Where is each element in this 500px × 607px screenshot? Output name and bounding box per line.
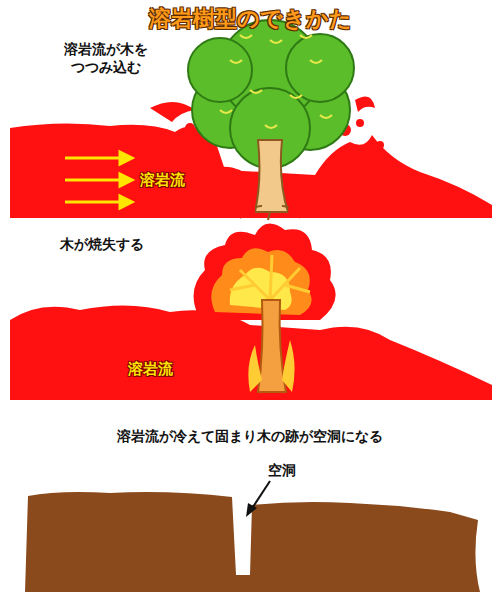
tree-trunk — [255, 140, 288, 212]
lava-front — [200, 167, 330, 218]
diagram-title: 溶岩樹型のできかた — [149, 4, 352, 34]
leaf-marks — [220, 35, 332, 128]
trunk-flames — [248, 340, 294, 392]
burning-branches — [230, 255, 310, 300]
cavity-arrow — [251, 481, 270, 510]
step-caption: 溶岩流が冷えて固まり木の跡が空洞になる — [117, 428, 383, 446]
flow-arrows — [65, 152, 132, 208]
cavity-arrowhead — [246, 503, 257, 517]
cooled-lava — [25, 492, 480, 592]
cavity-label: 空洞 — [268, 462, 296, 480]
step-caption: 溶岩流が木を つつみ込む — [48, 40, 163, 76]
step-caption: 木が焼失する — [60, 236, 144, 254]
burning-trunk — [258, 300, 286, 392]
lava-label: 溶岩流 — [140, 171, 185, 190]
lava-label: 溶岩流 — [128, 360, 173, 379]
